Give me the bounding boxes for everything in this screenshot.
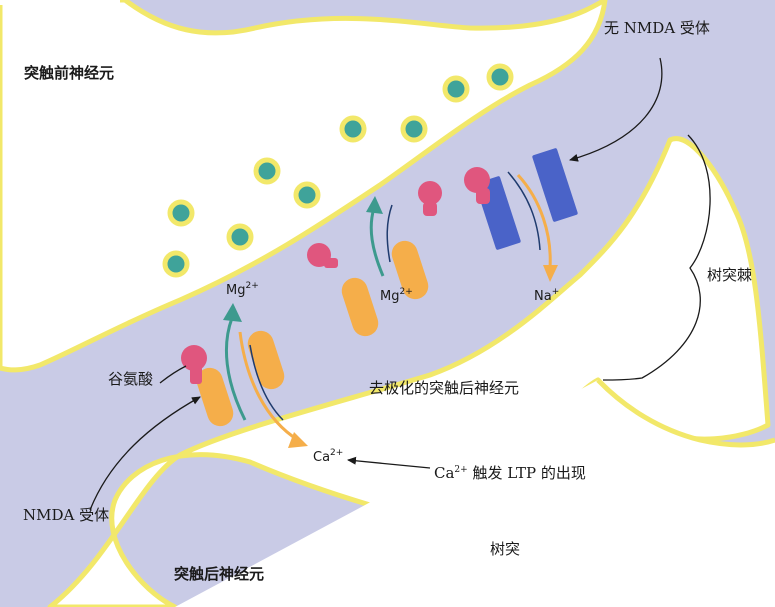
label-postsynaptic-neuron: 突触后神经元 [174, 565, 265, 583]
ltp-ion-charge: 2+ [454, 465, 468, 475]
vesicle [293, 181, 321, 209]
glutamate-bound [464, 167, 490, 204]
vesicle [486, 63, 514, 91]
nmda-receptor-left [196, 330, 285, 427]
flow-streaks [249, 171, 541, 421]
no-nmda-leader [569, 57, 663, 162]
synaptic-vesicles [162, 63, 514, 278]
vesicle [162, 250, 190, 278]
label-ltp-trigger: Ca2+ 触发 LTP 的出现 [434, 466, 586, 481]
vesicle [167, 199, 195, 227]
ion-na: Na+ [534, 287, 560, 304]
spine-bracket [602, 134, 711, 381]
label-nmda-receptor: NMDA 受体 [23, 506, 110, 524]
vesicle [253, 157, 281, 185]
label-dendrite: 树突 [490, 540, 521, 558]
glutamate-leader [159, 365, 187, 384]
vesicle [226, 223, 254, 251]
ion-mg-middle: Mg2+ [380, 287, 413, 304]
vesicle [400, 115, 428, 143]
vesicle [442, 75, 470, 103]
ltp-leader [347, 456, 431, 469]
glutamate-free [307, 243, 338, 268]
dendrite-extension [175, 380, 775, 607]
label-no-nmda-receptor: 无 NMDA 受体 [604, 19, 710, 37]
ltp-text: 触发 LTP 的出现 [467, 464, 586, 482]
vesicle [339, 115, 367, 143]
ion-influx-arrows [238, 173, 558, 448]
label-depolarized-postsynaptic: 去极化的突触后神经元 [369, 379, 520, 397]
leader-lines [89, 57, 711, 511]
glutamate-molecules [181, 167, 490, 384]
nmda-receptor-middle [341, 240, 429, 337]
glutamate-bound [181, 345, 207, 384]
ion-ca: Ca2+ [313, 448, 344, 465]
dendrite-membrane [596, 378, 775, 448]
label-dendritic-spine: 树突棘 [707, 266, 753, 284]
glutamate-free [418, 181, 442, 216]
nmda-leader [89, 396, 201, 511]
mg-efflux-arrows [223, 196, 385, 421]
label-glutamate: 谷氨酸 [108, 370, 154, 388]
ion-mg-left: Mg2+ [226, 281, 259, 298]
ltp-ion-name: Ca [434, 464, 455, 482]
label-presynaptic-neuron: 突触前神经元 [24, 64, 115, 82]
postsynaptic-neuron [47, 136, 771, 607]
